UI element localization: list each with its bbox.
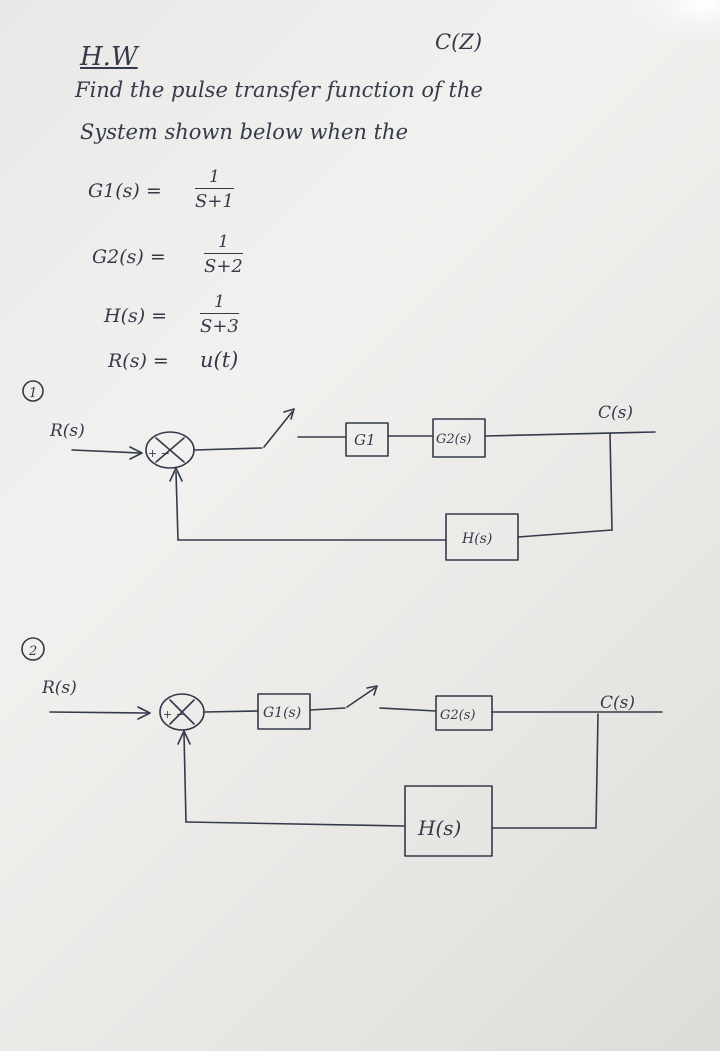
eq-g1-numerator: 1 [195, 167, 234, 189]
diagram-1-summer-cross-b [155, 437, 185, 463]
diagram-1-input-arrow [71, 449, 141, 454]
diagram-1-block-h [445, 513, 519, 561]
diagram-2-block-g2-label: G2(s) [440, 708, 475, 723]
eq-h-lhs: H(s) = [104, 305, 168, 327]
diagram-1-block-g1 [345, 422, 389, 457]
diagram-2-sampler-switch [346, 687, 376, 708]
diagram-1-block-h-label: H(s) [461, 531, 492, 547]
diagram-2-block-g1 [257, 693, 311, 730]
diagram-1-summer-signs: + − [148, 447, 170, 460]
eq-h-denominator: S+3 [200, 316, 239, 337]
diagram-1-block-g1-label: G1 [354, 431, 376, 449]
question-line-1: Find the pulse transfer function of the [75, 78, 483, 102]
diagram-1-output-wire [484, 431, 656, 437]
diagram-1-block-g2 [432, 418, 486, 458]
paper-corner-glare [630, 0, 720, 40]
diagram-2-summer-signs: + − [163, 708, 185, 721]
eq-g1-fraction: 1 S+1 [195, 167, 234, 212]
diagram-2-wire-to-g2 [379, 707, 437, 712]
diagram-2-feedback-arrowhead [177, 730, 191, 745]
corner-tag: C(Z) [435, 30, 483, 54]
diagram-2-wire-to-switch [309, 707, 346, 711]
diagram-2-number-circle [21, 637, 45, 661]
diagram-2-block-g2 [435, 695, 493, 731]
eq-g2-denominator: S+2 [204, 256, 243, 277]
diagram-1-block-g2-label: G2(s) [436, 432, 471, 447]
diagram-2-feedback-up [183, 733, 187, 823]
diagram-1-feedback-up [175, 471, 179, 541]
diagram-1-sampler-arrow [283, 408, 295, 420]
diagram-2-number: 2 [28, 644, 37, 659]
eq-g1-denominator: S+1 [195, 191, 234, 212]
eq-r-lhs: R(s) = [108, 350, 169, 372]
diagram-1-feedback-arrowhead [169, 467, 183, 482]
diagram-2-input-arrowhead [137, 706, 151, 720]
diagram-1: 1 R(s) C(s) + − G1 G2(s) H(s) [22, 380, 656, 561]
diagram-2-block-h-label: H(s) [417, 816, 461, 840]
question-line-2: System shown below when the [80, 120, 409, 144]
eq-g2-fraction: 1 S+2 [204, 232, 243, 277]
eq-h-numerator: 1 [200, 292, 239, 314]
eq-r-rhs: u(t) [200, 348, 239, 372]
diagram-2-feedback-down [595, 713, 599, 829]
diagram-1-output-label: C(s) [598, 403, 633, 423]
diagram-2-sampler-arrow [366, 685, 378, 696]
diagram-2-block-g1-label: G1(s) [263, 705, 301, 721]
diagram-2-wire-to-g1 [203, 710, 259, 713]
eq-g2-lhs: G2(s) = [92, 246, 166, 268]
diagram-1-sampler-switch [263, 411, 293, 448]
eq-g1-lhs: G1(s) = [88, 180, 162, 202]
homework-title: H.W [80, 42, 138, 72]
diagram-1-feedback-down [609, 433, 613, 531]
diagram-2-block-h [404, 785, 493, 857]
eq-h-fraction: 1 S+3 [200, 292, 239, 337]
eq-g2-numerator: 1 [204, 232, 243, 254]
diagram-2-output-label: C(s) [600, 693, 635, 713]
diagram-1-number-circle [22, 380, 44, 402]
diagram-1-number: 1 [29, 386, 37, 401]
diagram-1-wire-to-switch [193, 447, 263, 451]
diagram-2-input-label: R(s) [41, 678, 77, 698]
diagram-1-input-label: R(s) [49, 421, 85, 441]
diagram-1-input-arrowhead [129, 446, 143, 460]
diagram-2-summer-cross-b [169, 699, 195, 725]
diagram-2-input-arrow [49, 711, 149, 714]
diagram-2: 2 R(s) C(s) + − G1(s) G2(s) H(s) [21, 637, 663, 857]
diagram-1-feedback-to-h [517, 529, 613, 538]
diagram-2-feedback-return [185, 821, 406, 827]
